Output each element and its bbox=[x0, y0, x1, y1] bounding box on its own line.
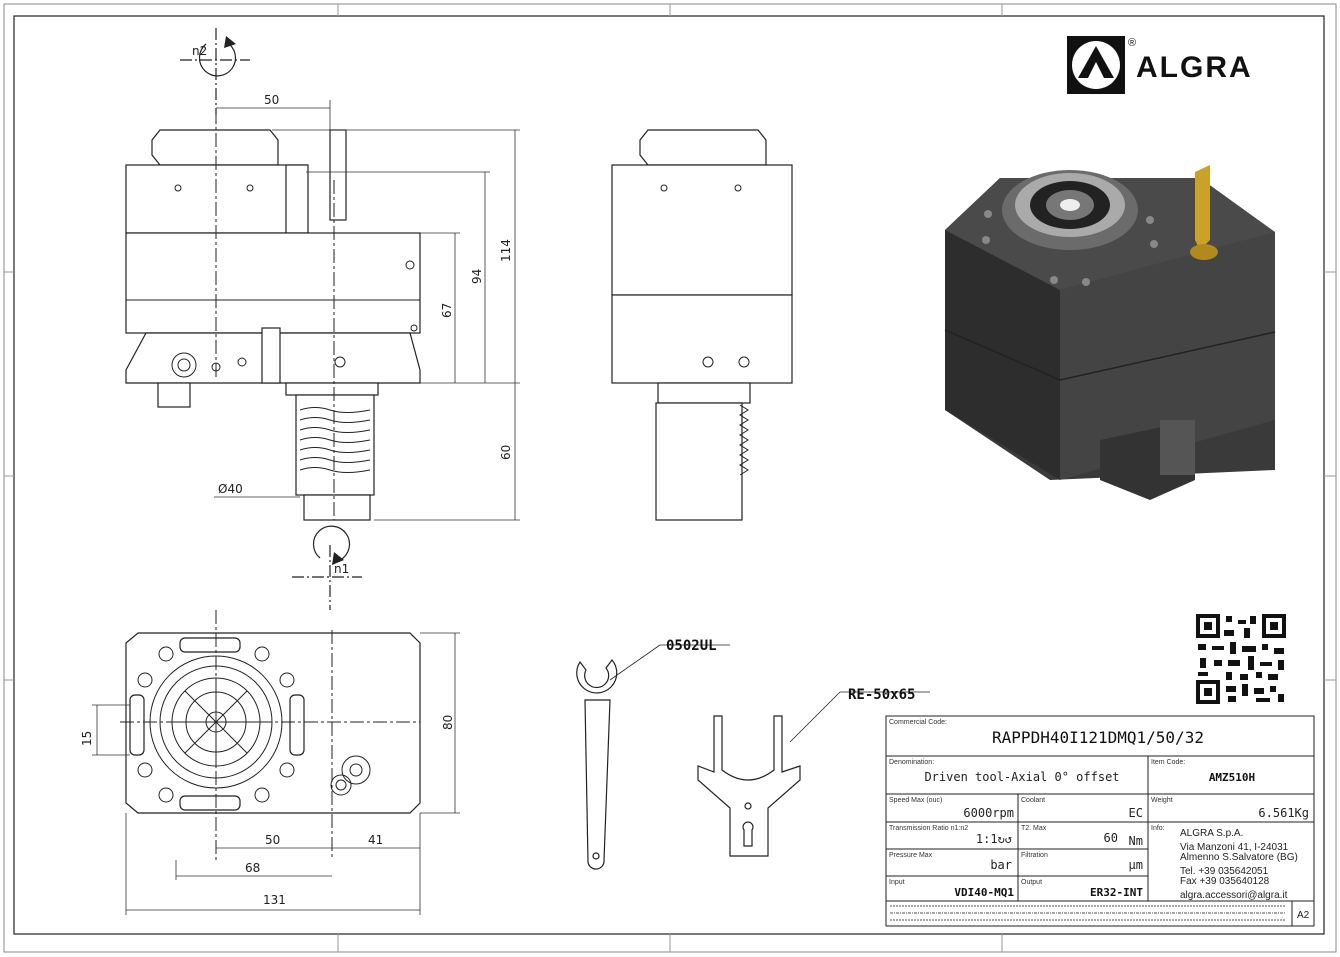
info-label: Info: bbox=[1151, 825, 1165, 832]
dim-height-body: 94 bbox=[470, 269, 484, 284]
dim-shank-length: 60 bbox=[499, 445, 513, 460]
isometric-render bbox=[944, 165, 1276, 500]
pressure-label: Pressure Max bbox=[889, 852, 933, 859]
ratio-label: Transmission Ratio n1:n2 bbox=[889, 825, 968, 832]
coolant-value: EC bbox=[1129, 806, 1143, 820]
email: algra.accessori@algra.it bbox=[1180, 890, 1288, 901]
dim-height-80: 80 bbox=[441, 715, 455, 730]
denomination-label: Denomination: bbox=[889, 759, 934, 766]
address-line-2: Almenno S.Salvatore (BG) bbox=[1180, 852, 1298, 863]
rotation-symbol-n1 bbox=[292, 525, 362, 610]
input-label: Input bbox=[889, 879, 905, 886]
dim-height-mid: 67 bbox=[440, 303, 454, 318]
wrench-code: 0502UL bbox=[666, 638, 717, 654]
weight-value: 6.561Kg bbox=[1258, 806, 1309, 820]
dim-top-offset: 50 bbox=[264, 93, 279, 107]
company-name: ALGRA S.p.A. bbox=[1180, 828, 1243, 839]
output-label: Output bbox=[1021, 879, 1042, 886]
rotation-label-n2: n2 bbox=[192, 44, 207, 58]
rotation-label-n1: n1 bbox=[334, 562, 349, 576]
torque-value: 60 bbox=[1104, 831, 1118, 845]
speed-value: 6000rpm bbox=[963, 806, 1014, 820]
denomination: Driven tool-Axial 0° offset bbox=[924, 770, 1119, 784]
brand-name: ALGRA bbox=[1136, 51, 1253, 84]
dim-shank-diameter: Ø40 bbox=[218, 482, 243, 496]
rotation-symbol-n2 bbox=[180, 28, 250, 115]
speed-label: Speed Max (ouc) bbox=[889, 797, 942, 804]
fax: Fax +39 035640128 bbox=[1180, 876, 1270, 887]
registered-mark: ® bbox=[1128, 37, 1136, 49]
torque-label: T2. Max bbox=[1021, 825, 1047, 832]
item-code: AMZ510H bbox=[1209, 771, 1255, 784]
collet-code: RE-50x65 bbox=[848, 687, 915, 703]
commercial-code: RAPPDH40I121DMQ1/50/32 bbox=[992, 728, 1204, 747]
inner-border bbox=[13, 15, 1325, 935]
telephone: Tel. +39 035642051 bbox=[1180, 866, 1269, 877]
dim-width-50: 50 bbox=[265, 833, 280, 847]
front-view bbox=[125, 129, 421, 521]
weight-label: Weight bbox=[1151, 797, 1173, 804]
output-value: ER32-INT bbox=[1090, 886, 1143, 899]
brand-logo: ALGRA ® bbox=[1067, 36, 1253, 94]
filtration-value: µm bbox=[1129, 858, 1143, 872]
address-line-1: Via Manzoni 41, I-24031 bbox=[1180, 842, 1289, 853]
ratio-value: 1:1↻↺ bbox=[976, 832, 1012, 846]
title-block bbox=[885, 715, 1315, 927]
collet-key-drawing bbox=[697, 715, 801, 857]
bottom-view bbox=[125, 632, 421, 814]
dim-offset-15: 15 bbox=[80, 731, 94, 746]
item-code-label: Item Code: bbox=[1151, 759, 1185, 766]
dim-width-68: 68 bbox=[245, 861, 260, 875]
dim-height-total: 114 bbox=[499, 239, 513, 262]
commercial-code-label: Commercial Code: bbox=[889, 719, 947, 726]
revision-strip bbox=[890, 905, 1286, 921]
pressure-value: bar bbox=[990, 858, 1012, 872]
qr-code bbox=[1196, 614, 1286, 704]
side-view bbox=[611, 129, 793, 521]
coolant-label: Coolant bbox=[1021, 797, 1045, 804]
dim-width-41: 41 bbox=[368, 833, 383, 847]
wrench-drawing bbox=[576, 659, 618, 870]
filtration-label: Filtration bbox=[1021, 852, 1048, 859]
input-value: VDI40-MQ1 bbox=[954, 886, 1014, 899]
dim-width-131: 131 bbox=[263, 893, 286, 907]
sheet-size: A2 bbox=[1297, 910, 1310, 921]
torque-unit: Nm bbox=[1129, 834, 1143, 848]
